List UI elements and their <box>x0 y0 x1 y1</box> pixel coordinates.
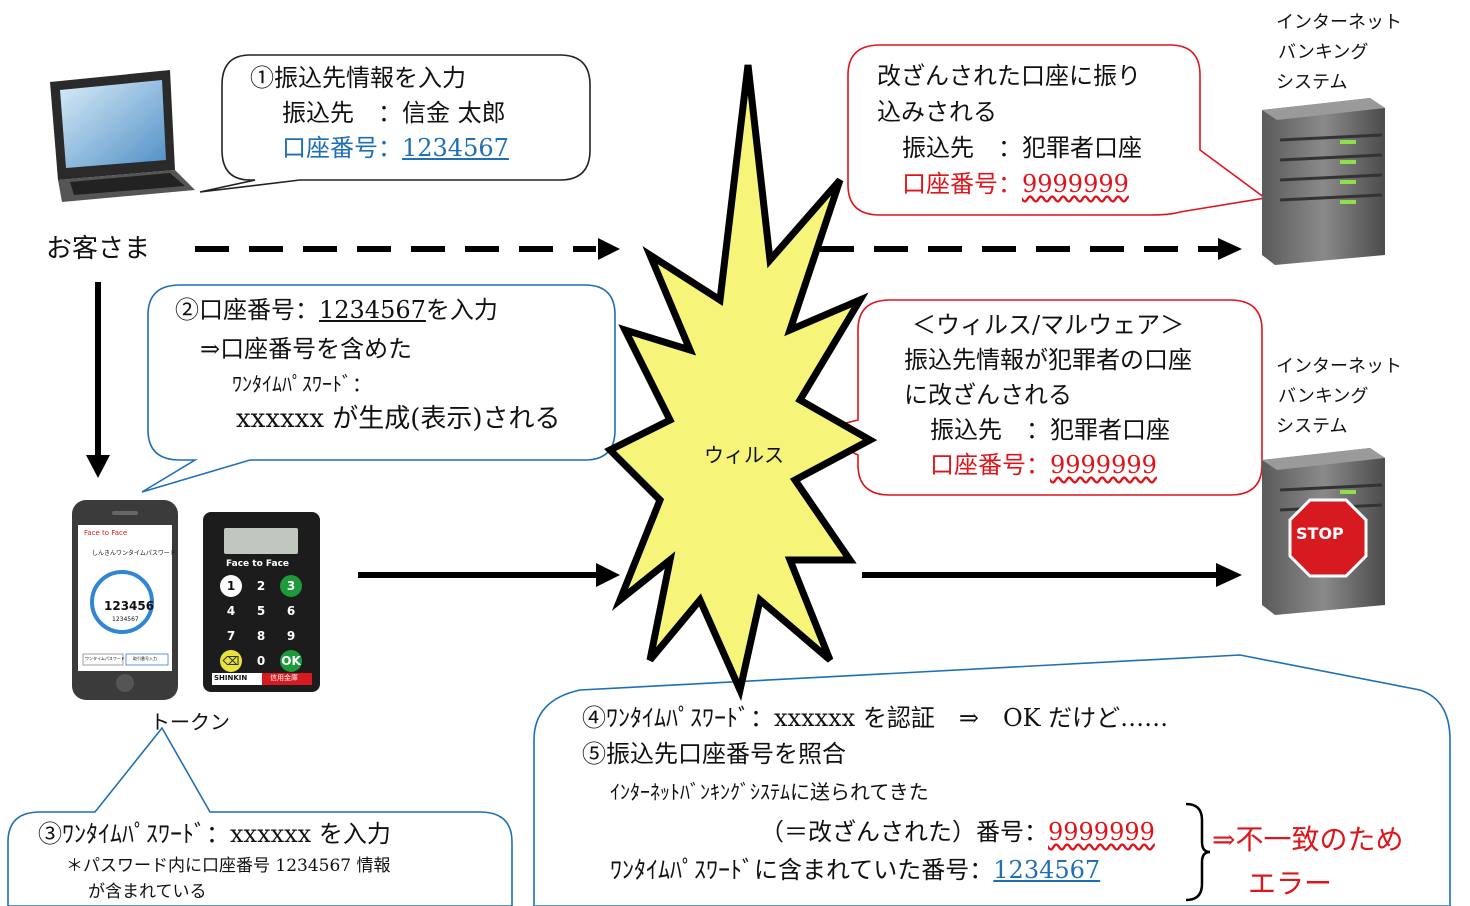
bubble4-line4: （＝改ざんされた）番号：9999999 <box>760 820 1155 844</box>
redtop-account: 口座番号：9999999 <box>902 172 1129 196</box>
bubble3-line1: ③ﾜﾝﾀｲﾑﾊﾟｽﾜｰﾄﾞ：xxxxxx を入力 <box>38 820 391 848</box>
redmid-line2: 振込先情報が犯罪者の口座 <box>904 346 1192 374</box>
server-bottom-line3: システム <box>1276 416 1348 437</box>
virus-label: ウィルス <box>704 443 784 467</box>
token-key-1[interactable]: 2 <box>256 579 266 593</box>
phone-btn-left: ワンタイムパスワード <box>85 656 125 661</box>
bubble2-l1-prefix: ②口座番号： <box>175 296 319 324</box>
server-top-line2: バンキング <box>1278 42 1369 63</box>
phone-otp: 123456 <box>104 599 155 613</box>
server-top-label: インターネット バンキング システム <box>1276 8 1402 98</box>
redtop-line1: 改ざんされた口座に振り <box>877 62 1141 90</box>
bubble4-line2: ⑤振込先口座番号を照合 <box>582 740 846 768</box>
phone-title: しんきんワンタイムパスワード <box>92 550 176 557</box>
bubble-3 <box>7 726 513 906</box>
bubble2-l1-suffix: を入力 <box>425 296 498 324</box>
bubble1-acct-value: 1234567 <box>402 134 509 162</box>
bubble-4 <box>533 654 1451 906</box>
redtop-line3: 振込先 ：犯罪者口座 <box>902 134 1142 162</box>
bubble2-l1-value: 1234567 <box>319 296 426 324</box>
bubble4-line5: ﾜﾝﾀｲﾑﾊﾟｽﾜｰﾄﾞに含まれていた番号：1234567 <box>610 858 1100 882</box>
token-key-6[interactable]: 7 <box>226 629 236 643</box>
virus-explosion <box>604 64 878 702</box>
bracket-icon <box>1185 802 1211 902</box>
bubble4-line3: ｲﾝﾀｰﾈｯﾄﾊﾞﾝｷﾝｸﾞｼｽﾃﾑに送られてきた <box>610 780 929 804</box>
bubble4-l5-label: ﾜﾝﾀｲﾑﾊﾟｽﾜｰﾄﾞに含まれていた番号： <box>610 856 994 884</box>
phone-btn-right: 取引番号入力 <box>133 656 157 661</box>
bubble2-line3: ﾜﾝﾀｲﾑﾊﾟｽﾜｰﾄﾞ： <box>232 372 372 396</box>
server-bottom-icon <box>1262 448 1385 615</box>
redtop-acct-value: 9999999 <box>1022 170 1129 198</box>
bubble4-l4-label: （＝改ざんされた）番号： <box>760 818 1048 846</box>
stop-sign-label: STOP <box>1296 524 1344 543</box>
server-top-line3: システム <box>1276 72 1348 93</box>
token-key-0[interactable]: 1 <box>220 575 242 597</box>
token-label: トークン <box>150 710 230 734</box>
bubble1-account: 口座番号：1234567 <box>282 136 509 160</box>
token-key-4[interactable]: 5 <box>256 604 266 618</box>
redmid-line1: ＜ウィルス/マルウェア＞ <box>912 311 1185 339</box>
bubble-red-mid <box>807 299 1263 496</box>
server-top-line1: インターネット <box>1276 12 1402 33</box>
bubble1-line2: 振込先 ：信金 太郎 <box>282 99 506 127</box>
server-bottom-label: インターネット バンキング システム <box>1276 352 1402 442</box>
token-device-brand: Face to Face <box>226 559 290 569</box>
bubble2-line1: ②口座番号：1234567を入力 <box>175 298 498 322</box>
token-key-11[interactable]: OK <box>280 650 302 672</box>
token-key-3[interactable]: 4 <box>226 604 236 618</box>
bubble4-l5-value: 1234567 <box>993 856 1101 884</box>
token-key-10[interactable]: 0 <box>256 654 266 668</box>
token-footer-left: SHINKIN <box>214 674 248 682</box>
server-top-icon <box>1262 98 1385 265</box>
mismatch-line2: エラー <box>1248 867 1333 900</box>
bubble2-line4: xxxxxx が生成(表示)される <box>236 404 561 434</box>
bubble3-line3: が含まれている <box>88 882 207 902</box>
redtop-acct-label: 口座番号： <box>902 170 1022 198</box>
hardware-token-icon <box>203 512 320 692</box>
token-key-2[interactable]: 3 <box>280 575 302 597</box>
bubble1-line1: ①振込先情報を入力 <box>250 64 466 92</box>
redmid-account: 口座番号：9999999 <box>930 453 1157 477</box>
token-key-9[interactable]: ⌫ <box>220 650 242 672</box>
bubble-2 <box>141 284 616 493</box>
server-bottom-line2: バンキング <box>1278 386 1369 407</box>
phone-brand: Face to Face <box>84 529 128 537</box>
redmid-line4: 振込先 ：犯罪者口座 <box>930 416 1170 444</box>
token-key-8[interactable]: 9 <box>286 629 296 643</box>
customer-label: お客さま <box>46 234 151 264</box>
bubble4-l4-value: 9999999 <box>1048 818 1155 846</box>
laptop-icon <box>50 70 195 202</box>
stop-sign-icon <box>1288 498 1368 578</box>
server-bottom-line1: インターネット <box>1276 356 1402 377</box>
redmid-acct-label: 口座番号： <box>930 451 1050 479</box>
bubble1-acct-label: 口座番号： <box>282 134 402 162</box>
bubble-1 <box>199 54 591 193</box>
bubble4-line1: ④ﾜﾝﾀｲﾑﾊﾟｽﾜｰﾄﾞ：xxxxxx を認証 ⇒ OK だけど…… <box>582 704 1169 732</box>
bubble3-line2: ＊パスワード内に口座番号 1234567 情報 <box>66 856 391 876</box>
redtop-line2: 込みされる <box>877 98 997 126</box>
token-footer-right: 信用金庫 <box>270 674 298 682</box>
mismatch-line1: ⇒不一致のため <box>1212 823 1404 856</box>
token-key-5[interactable]: 6 <box>286 604 296 618</box>
token-key-7[interactable]: 8 <box>256 629 266 643</box>
smartphone-icon <box>72 500 178 700</box>
redmid-acct-value: 9999999 <box>1050 451 1157 479</box>
bubble-red-top <box>847 44 1267 216</box>
redmid-line3: に改ざんされる <box>904 381 1072 409</box>
phone-account: 1234567 <box>112 616 139 623</box>
bubble2-line2: ⇒口座番号を含めた <box>200 335 413 363</box>
